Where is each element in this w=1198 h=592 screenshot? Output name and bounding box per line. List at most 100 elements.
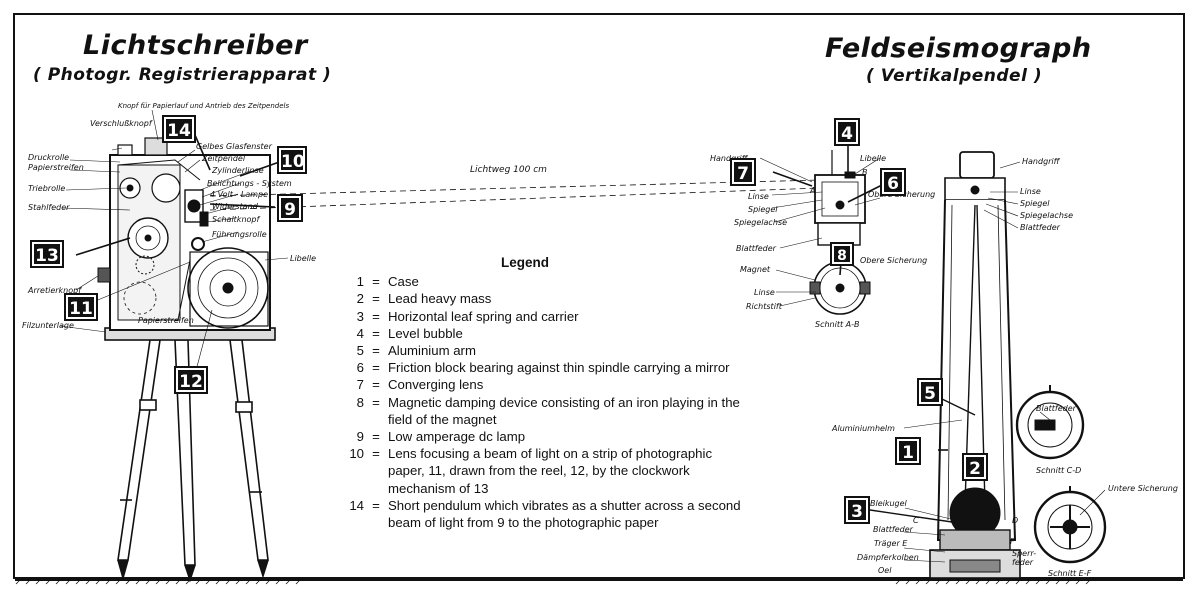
callout-4: 4	[834, 118, 860, 146]
legend-item-number: 2	[356, 291, 364, 307]
legend-equals: =	[372, 308, 380, 324]
label-spiegel: Spiegel	[748, 205, 778, 214]
legend-item: 7 = Converging lens	[330, 376, 750, 393]
legend-equals: =	[372, 377, 380, 393]
legend-item-text: Lead heavy mass	[388, 291, 492, 307]
callout-8: 8	[830, 242, 854, 266]
legend-equals: =	[372, 343, 380, 359]
legend-title: Legend	[500, 255, 549, 270]
legend-item-text: Magnetic damping device consisting of an…	[388, 394, 740, 427]
exposure-system	[184, 189, 209, 251]
callout-13: 13	[30, 240, 64, 268]
legend-equals: =	[372, 446, 380, 462]
legend-item-number: 6	[356, 360, 364, 376]
label-triebrolle: Triebrolle	[28, 184, 66, 193]
tripod	[117, 339, 269, 583]
legend-item-text: Converging lens	[388, 377, 484, 393]
legend-item-number: 4	[356, 325, 364, 341]
legend-equals: =	[372, 429, 380, 445]
label-fuhrungsrolle: Führungsrolle	[212, 230, 267, 239]
recorder-drawing	[59, 109, 821, 583]
label-libelle-seismo: Libelle	[860, 154, 887, 163]
label-blattfeder-bottom: Blattfeder	[873, 525, 913, 534]
legend-item: 6=Friction block bearing against thin sp…	[330, 359, 750, 376]
label-arretierknopf: Arretierknopf	[28, 286, 82, 295]
label-druckrolle: Druckrolle	[28, 153, 70, 162]
callout-2: 2	[962, 453, 988, 481]
label-schnitt-cd: Schnitt C-D	[1036, 466, 1082, 475]
label-spiegelachse: Spiegelachse	[734, 218, 787, 227]
callout-3: 3	[844, 496, 870, 524]
label-papierstreifen-top: Papierstreifen	[28, 163, 84, 172]
callout-7: 7	[730, 158, 756, 186]
label-blattfeder-cd: Blattfeder	[1036, 404, 1076, 413]
recorder-title: Lichtschreiber	[83, 30, 308, 61]
legend-equals: =	[372, 325, 380, 341]
legend-item: 1 = Case	[330, 273, 750, 290]
callout-11: 11	[64, 293, 98, 321]
callout-12: 12	[174, 366, 208, 394]
legend-item: 4=Level bubble	[330, 325, 750, 342]
label-stahlfeder: Stahlfeder	[28, 203, 70, 212]
callout-6: 6	[880, 168, 906, 196]
label-magnet: Magnet	[740, 265, 771, 274]
label-blattfeder-tall: Blattfeder	[1020, 223, 1060, 232]
label-dampferkolben: Dämpferkolben	[857, 553, 919, 562]
label-filzunterlage: Filzunterlage	[22, 321, 74, 330]
recorder-subtitle: ( Photogr. Registrierapparat )	[33, 65, 332, 85]
recorder-leader-lines	[59, 109, 289, 379]
label-trager: Träger E	[874, 539, 908, 548]
legend-item: 3=Horizontal leaf spring and carrier	[330, 308, 750, 325]
callout-10: 10	[277, 146, 307, 174]
legend-item-number: 14	[349, 497, 364, 513]
legend-item: 5=Aluminium arm	[330, 342, 750, 359]
label-verschlussknopf: Verschlußknopf	[90, 119, 152, 128]
callout-5: 5	[917, 378, 943, 406]
label-schaltknopf: Schaltknopf	[212, 215, 260, 224]
label-obere-sicherung-2: Obere Sicherung	[860, 256, 928, 265]
label-knopf: Knopf für Papierlauf und Antrieb des Zei…	[118, 102, 290, 110]
clockwork	[119, 173, 181, 315]
label-oel: Oel	[878, 566, 892, 575]
label-a: A	[810, 186, 816, 195]
seismograph-subtitle: ( Vertikalpendel )	[866, 66, 1043, 86]
legend-item: 8 = Magnetic damping device consisting of …	[330, 394, 750, 428]
legend-item-number: 1	[356, 274, 364, 290]
label-obere-sicherung: Obere Sicherung	[868, 190, 936, 199]
legend-equals: =	[372, 274, 380, 290]
label-widerstand: Widerstand	[212, 202, 258, 211]
label-spiegel-tall: Spiegel	[1020, 199, 1050, 208]
legend-item-number: 9	[356, 429, 364, 445]
paper-reel	[187, 247, 269, 329]
legend-equals: =	[372, 394, 380, 410]
label-linse-2: Linse	[754, 288, 775, 297]
label-sperrfeder: Sperr- feder	[1012, 549, 1037, 567]
legend-item-text: Case	[388, 274, 419, 290]
label-gelbes-glasfenster: Gelbes Glasfenster	[196, 142, 272, 151]
legend-item-text: Horizontal leaf spring and carrier	[388, 308, 579, 324]
label-schnitt-ef: Schnitt E-F	[1048, 569, 1092, 578]
lightpath-label: Lichtweg 100 cm	[470, 165, 547, 175]
legend-item-number: 10	[349, 446, 364, 462]
callout-9: 9	[277, 194, 303, 222]
label-b: B	[862, 168, 868, 177]
label-lampe: 4 Volt - Lampe	[210, 190, 269, 199]
legend-equals: =	[372, 497, 380, 513]
callout-14: 14	[162, 115, 196, 143]
label-aluminiumhelm: Aluminiumhelm	[832, 424, 895, 433]
legend-item-text: Friction block bearing against thin spin…	[388, 360, 730, 376]
label-handgriff-tall: Handgriff	[1022, 157, 1060, 166]
label-bleikugel: Bleikugel	[870, 499, 907, 508]
ground-line	[15, 579, 1183, 585]
legend-item-number: 8	[356, 394, 364, 410]
legend-item-text: Low amperage dc lamp	[388, 429, 526, 445]
label-richtstift: Richtstift	[746, 302, 782, 311]
label-f: F	[1010, 537, 1015, 546]
badge-pointers	[75, 134, 883, 276]
legend-item-text: Lens focusing a beam of light on a strip…	[388, 446, 713, 496]
legend-equals: =	[372, 291, 380, 307]
legend-item-number: 7	[356, 377, 364, 393]
